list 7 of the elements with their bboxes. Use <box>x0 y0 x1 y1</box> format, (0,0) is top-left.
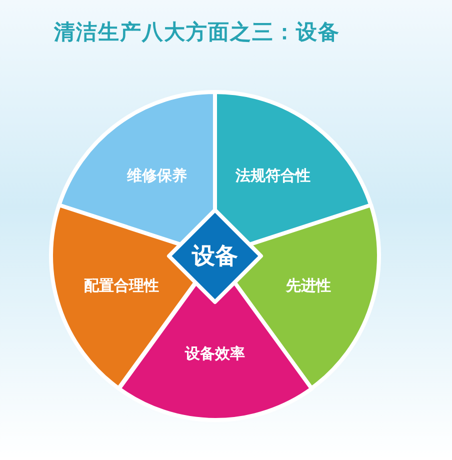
center-label: 设备 <box>192 242 238 272</box>
segment-label: 法规符合性 <box>235 166 310 186</box>
title: 清洁生产八大方面之三：设备 <box>54 19 340 46</box>
segment-label: 维修保养 <box>127 166 188 186</box>
segment-label: 配置合理性 <box>84 276 159 296</box>
segment-label: 先进性 <box>286 276 332 296</box>
segment-label: 设备效率 <box>184 344 245 364</box>
